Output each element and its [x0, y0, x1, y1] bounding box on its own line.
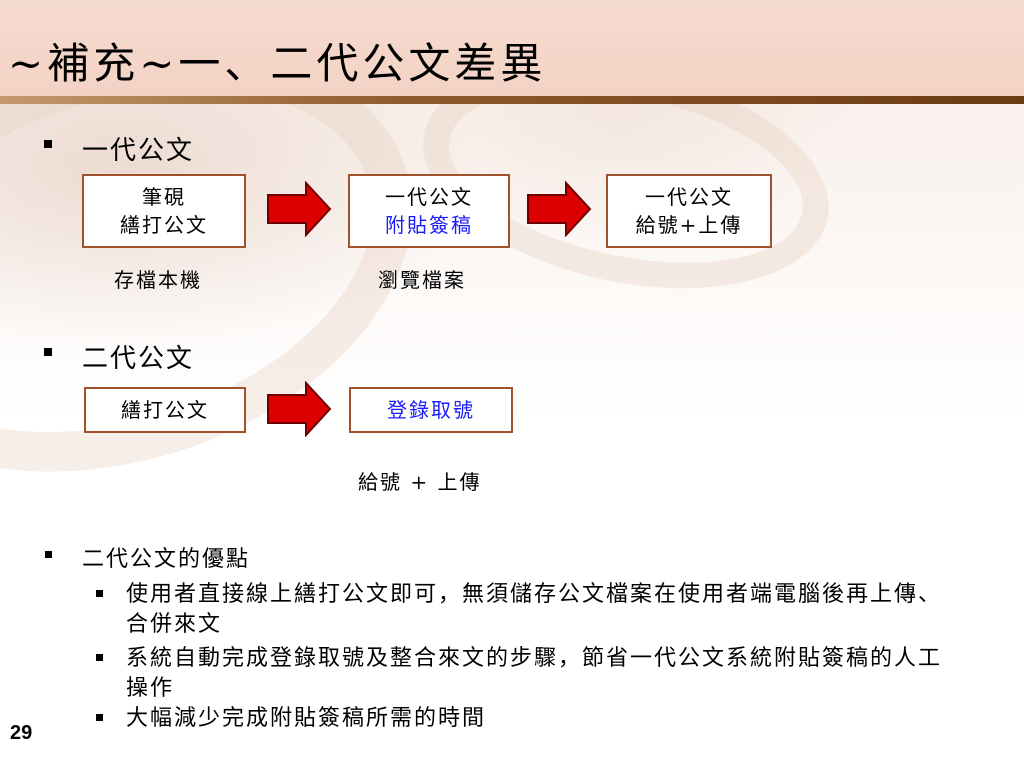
- title-divider: [0, 96, 1024, 104]
- box-line: 繕打公文: [120, 213, 208, 237]
- gen1-caption-save-local: 存檔本機: [114, 268, 202, 292]
- box-line: 一代公文: [385, 185, 473, 209]
- advantages-title: 二代公文的優點: [82, 547, 251, 572]
- advantage-item: 使用者直接線上繕打公文即可，無須儲存公文檔案在使用者端電腦後再上傳、合併來文: [126, 582, 943, 637]
- gen1-step-number-upload-box: 一代公文 給號+上傳: [606, 174, 772, 248]
- advantage-item: 大幅減少完成附貼簽稿所需的時間: [126, 706, 487, 731]
- page-number: 29: [10, 722, 33, 744]
- bullet-square-icon: [44, 140, 52, 148]
- title-bar: [0, 0, 1024, 96]
- bullet-square-icon: [44, 348, 52, 356]
- gen2-step-draft-box: 繕打公文: [84, 387, 246, 433]
- slide-title: ~補充~一、二代公文差異: [8, 39, 547, 88]
- box-line: 繕打公文: [121, 398, 209, 422]
- bullet-square-icon: [45, 551, 52, 558]
- gen1-caption-browse-file: 瀏覽檔案: [378, 268, 466, 292]
- gen1-step-attach-box: 一代公文 附貼簽稿: [348, 174, 510, 248]
- arrow-right-icon: [267, 181, 332, 237]
- gen2-caption-number-upload: 給號 + 上傳: [358, 470, 482, 494]
- gen2-label: 二代公文: [82, 344, 195, 374]
- box-line-highlight: 附貼簽稿: [385, 213, 473, 237]
- advantage-item: 系統自動完成登錄取號及整合來文的步驟，節省一代公文系統附貼簽稿的人工操作: [126, 646, 943, 701]
- gen1-label: 一代公文: [82, 136, 195, 166]
- bullet-square-icon: [96, 654, 103, 661]
- arrow-right-icon: [267, 381, 332, 437]
- bullet-square-icon: [96, 590, 103, 597]
- bullet-square-icon: [96, 714, 103, 721]
- gen2-step-register-box: 登錄取號: [349, 387, 513, 433]
- box-line: 給號+上傳: [635, 213, 743, 237]
- box-line: 一代公文: [645, 185, 733, 209]
- box-line-highlight: 登錄取號: [387, 398, 475, 422]
- gen1-step-draft-box: 筆硯 繕打公文: [82, 174, 246, 248]
- box-line: 筆硯: [142, 185, 186, 209]
- arrow-right-icon: [527, 181, 592, 237]
